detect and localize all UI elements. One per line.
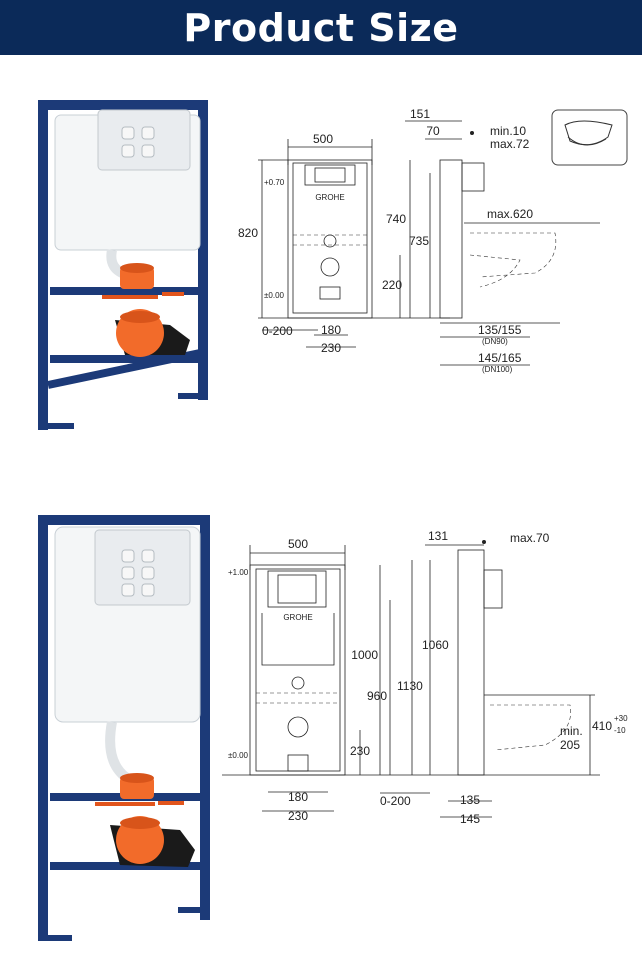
side-elevation-top: 151 70 min.10 max.72 max.620 135/155 (DN… [405,107,600,374]
depth-70: 70 [426,124,440,138]
front-elevation-top: 500 GROHE 820 740 735 220 +0.70 ±0.00 0-… [238,132,450,355]
frame-photo-bottom [38,515,210,941]
max-72: max.72 [490,137,530,151]
level-zero: ±0.00 [228,751,249,760]
bottom-230: 230 [321,341,341,355]
offset-0-200: 0-200 [380,794,411,808]
level-plus-100: +1.00 [228,568,249,577]
height-1130: 1130 [397,679,423,693]
seat-height-410: 410 [592,719,612,733]
width-label: 500 [313,132,333,146]
min-10: min.10 [490,124,526,138]
header-banner: Product Size [0,0,642,55]
depth-131: 131 [428,529,448,543]
pipe-size-1: 135/155 [478,323,522,337]
width-label: 500 [288,537,308,551]
brand-logo-text: GROHE [315,193,344,202]
height-230: 230 [350,744,370,758]
depth-151: 151 [410,107,430,121]
height-1060: 1060 [422,638,449,652]
toilet-thumbnail [551,109,628,166]
pipe-note-2: (DN100) [482,365,513,374]
bottom-180: 180 [288,790,308,804]
min-205: 205 [560,738,580,752]
top-section: 500 GROHE 820 740 735 220 +0.70 ±0.00 0-… [38,100,628,430]
bottom-135: 135 [460,793,480,807]
seat-tolerance-down: -10 [614,726,626,735]
offset-0-200: 0-200 [262,324,293,338]
flush-buttons [121,549,155,597]
level-plus-070: +0.70 [264,178,285,187]
bottom-section: 500 GROHE 1000 1060 960 1130 230 +1.00 ±… [38,515,628,941]
bottom-230: 230 [288,809,308,823]
pipe-note-1: (DN90) [482,337,508,346]
height-960: 960 [367,689,387,703]
height-220: 220 [382,278,402,292]
level-zero: ±0.00 [264,291,285,300]
brand-logo-text: GROHE [283,613,312,622]
height-740: 740 [386,212,406,226]
height-735: 735 [409,234,429,248]
height-820: 820 [238,226,258,240]
frame-photo-top [38,100,208,430]
front-elevation-bottom: 500 GROHE 1000 1060 960 1130 230 +1.00 ±… [222,537,600,823]
page-title: Product Size [183,5,459,50]
min-label: min. [560,724,583,738]
bottom-180: 180 [321,323,341,337]
flush-buttons [121,126,155,158]
seat-tolerance-up: +30 [614,714,628,723]
side-elevation-bottom: 131 max.70 410 +30 -10 min. 205 135 145 [425,529,628,826]
bottom-145: 145 [460,812,480,826]
height-1000: 1000 [351,648,378,662]
reach-max-620: max.620 [487,207,533,221]
pipe-size-2: 145/165 [478,351,522,365]
max-70: max.70 [510,531,550,545]
